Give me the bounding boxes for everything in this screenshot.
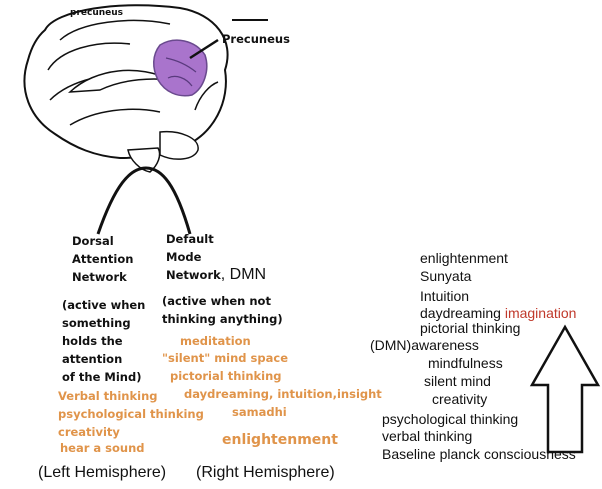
scale-item: daydreaming imagination xyxy=(420,305,576,321)
left-desc-line: (active when xyxy=(62,298,146,312)
brain-fold xyxy=(59,19,171,41)
left-activity: psychological thinking xyxy=(58,407,204,421)
scale-item: creativity xyxy=(432,391,488,407)
right-activity: daydreaming, intuition,insight xyxy=(184,387,382,401)
scale-item: verbal thinking xyxy=(382,428,473,444)
scale-dmn-label: (DMN) xyxy=(370,337,412,353)
left-title-line: Attention xyxy=(72,252,134,266)
precuneus-fold xyxy=(167,75,193,87)
left-activity: creativity xyxy=(58,425,120,439)
right-title-line: Network, DMN xyxy=(166,266,266,284)
right-activity: pictorial thinking xyxy=(170,369,282,383)
scale-item-awareness: awareness xyxy=(411,337,479,353)
brain-fold xyxy=(69,108,161,126)
right-title-line: Mode xyxy=(166,250,202,264)
left-activity: Verbal thinking xyxy=(58,389,158,403)
scale-item: (DMN)awareness xyxy=(370,337,479,353)
scale-item: enlightenment xyxy=(420,250,508,266)
right-activity: "silent" mind space xyxy=(162,351,289,365)
precuneus-pointer xyxy=(189,38,219,60)
right-title-network: Network xyxy=(166,268,221,282)
brain-fold xyxy=(47,42,131,71)
right-desc-line: thinking anything) xyxy=(162,312,283,326)
scale-item: psychological thinking xyxy=(382,411,519,427)
left-desc-line: attention xyxy=(62,352,123,366)
scale-item: Sunyata xyxy=(420,268,472,284)
left-title-line: Dorsal xyxy=(72,234,114,248)
right-desc-line: (active when not xyxy=(162,294,271,308)
scale-item: Baseline planck consciousness xyxy=(382,446,576,462)
right-title-line: Default xyxy=(166,232,214,246)
right-activity: meditation xyxy=(180,334,251,348)
right-title-dmn: , DMN xyxy=(220,266,267,283)
scale-item: mindfulness xyxy=(428,355,503,371)
brain-fold xyxy=(194,81,219,111)
up-arrow-icon xyxy=(529,324,601,454)
scale-item-daydreaming: daydreaming xyxy=(420,305,501,321)
scale-highlight: imagination xyxy=(504,305,577,321)
left-desc-line: holds the xyxy=(62,334,123,348)
left-activity: hear a sound xyxy=(60,441,145,455)
brain-stem xyxy=(127,147,161,173)
network-curve xyxy=(96,166,192,235)
right-enlightenment: enlightenment xyxy=(222,432,338,448)
right-activity: samadhi xyxy=(232,405,287,419)
scale-item: pictorial thinking xyxy=(420,320,521,336)
precuneus-fold xyxy=(165,57,197,73)
left-title-line: Network xyxy=(72,270,127,284)
precuneus-label: Precuneus xyxy=(222,32,290,46)
right-hemisphere-label: (Right Hemisphere) xyxy=(196,464,335,481)
scale-item: silent mind xyxy=(424,373,491,389)
scale-item: Intuition xyxy=(420,288,470,304)
cerebellum xyxy=(159,130,199,160)
left-desc-line: of the Mind) xyxy=(62,370,142,384)
brain-top-text: precuneus xyxy=(70,8,124,18)
precuneus-region xyxy=(153,39,208,97)
left-desc-line: something xyxy=(62,316,131,330)
left-hemisphere-label: (Left Hemisphere) xyxy=(38,464,167,481)
